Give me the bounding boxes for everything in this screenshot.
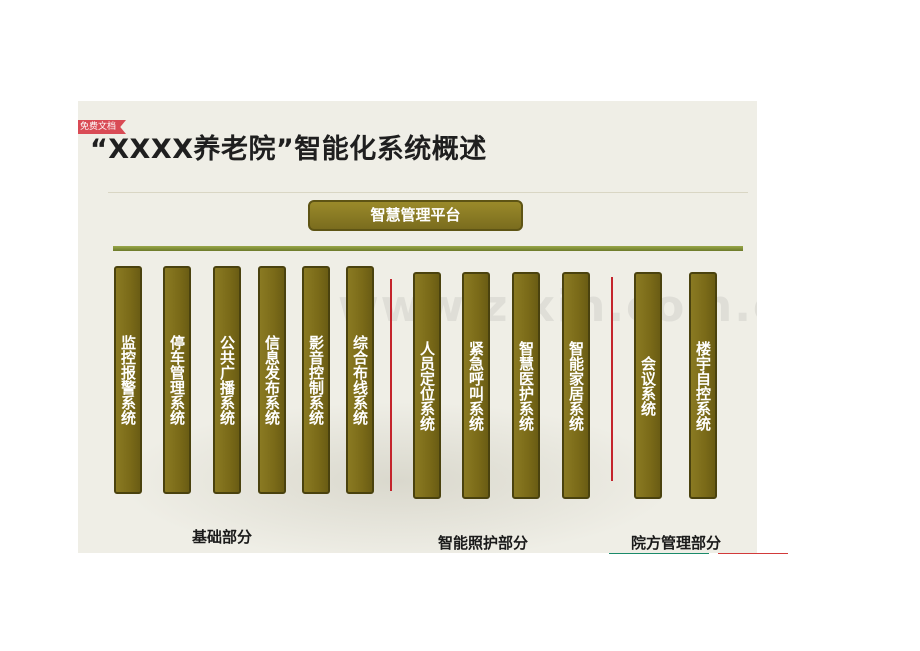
system-pillar: 会议系统 [634, 272, 662, 499]
system-pillar: 综合布线系统 [346, 266, 374, 494]
slide: www.zixin.com.cn 免费文档 “XXXX养老院”智能化系统概述 智… [78, 101, 757, 553]
system-pillar: 信息发布系统 [258, 266, 286, 494]
management-platform-box: 智慧管理平台 [308, 200, 523, 231]
system-pillar: 智慧医护系统 [512, 272, 540, 499]
page-title: “XXXX养老院”智能化系统概述 [90, 134, 487, 165]
group-label-management: 院方管理部分 [631, 534, 722, 552]
platform-bus-bar [113, 246, 743, 251]
system-label: 人员定位系统 [418, 340, 436, 431]
group-label-basic: 基础部分 [192, 528, 253, 546]
system-label: 楼宇自控系统 [694, 340, 712, 431]
system-pillar: 紧急呼叫系统 [462, 272, 490, 499]
footer-line-green [609, 553, 709, 554]
system-label: 综合布线系统 [351, 335, 369, 425]
system-pillar: 停车管理系统 [163, 266, 191, 494]
free-document-badge: 免费文档 [78, 120, 127, 134]
group-separator [390, 279, 392, 491]
system-label: 公共广播系统 [218, 335, 236, 425]
group-label-smart-care: 智能照护部分 [438, 534, 529, 552]
footer-line-red [718, 553, 788, 554]
system-pillar: 人员定位系统 [413, 272, 441, 499]
system-label: 监控报警系统 [119, 335, 137, 425]
system-label: 智能家居系统 [567, 340, 585, 431]
system-label: 智慧医护系统 [517, 340, 535, 431]
system-label: 信息发布系统 [263, 335, 281, 425]
system-pillar: 影音控制系统 [302, 266, 330, 494]
system-pillar: 楼宇自控系统 [689, 272, 717, 499]
title-divider [108, 192, 748, 193]
system-pillar: 公共广播系统 [213, 266, 241, 494]
watermark: www.zixin.com.cn [338, 281, 757, 332]
system-label: 影音控制系统 [307, 335, 325, 425]
system-label: 紧急呼叫系统 [467, 340, 485, 431]
system-label: 会议系统 [639, 355, 657, 416]
system-label: 停车管理系统 [168, 335, 186, 425]
system-pillar: 智能家居系统 [562, 272, 590, 499]
group-separator [611, 277, 613, 481]
system-pillar: 监控报警系统 [114, 266, 142, 494]
